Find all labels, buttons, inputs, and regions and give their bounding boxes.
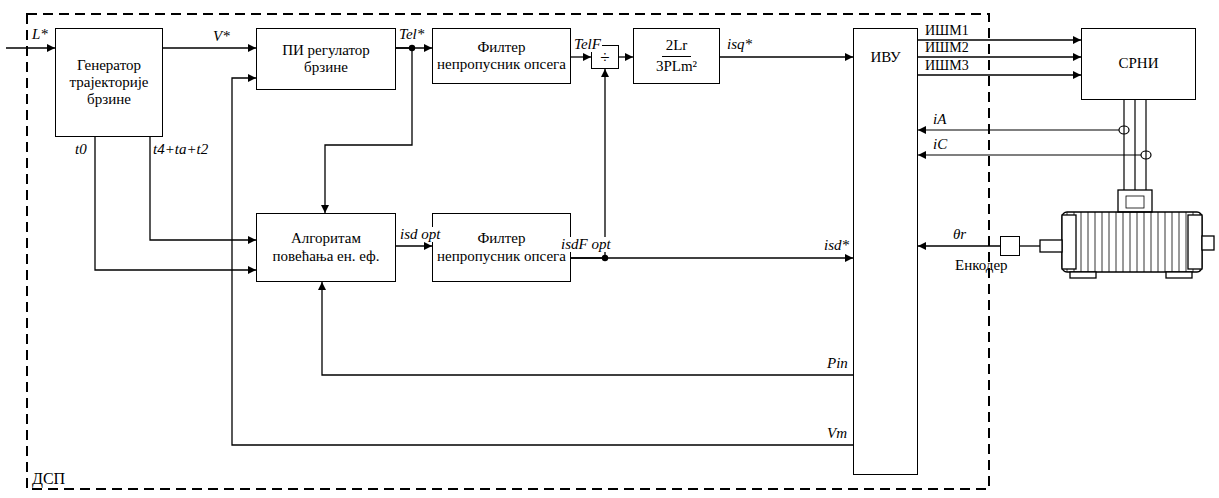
signal-label: TelF	[573, 37, 602, 52]
box-label: СРНИ	[1118, 55, 1158, 72]
signal-connector	[571, 69, 605, 258]
current-sensor	[1141, 151, 1151, 159]
signal-connector	[150, 137, 256, 240]
vector-control-box: ИВУ	[853, 28, 918, 475]
signal-connector	[163, 47, 256, 48]
box-label: ПИ регулатор брзине	[261, 42, 391, 77]
trajectory-generator-box: Генератор трајекторије брзине	[55, 28, 163, 137]
signal-connector	[396, 245, 432, 246]
signal-label: isq*	[726, 37, 753, 52]
signal-label: ИШМ3	[924, 59, 970, 73]
signal-label: t0	[74, 142, 88, 157]
gain-term: 3PLm²	[652, 57, 701, 75]
inverter-box: СРНИ	[1081, 28, 1196, 100]
induction-motor	[1020, 190, 1214, 278]
current-sensor	[1119, 126, 1129, 134]
signal-connector	[918, 245, 1000, 246]
signal-connector	[571, 56, 591, 57]
box-label: Генератор трајекторије брзине	[60, 57, 158, 109]
signal-label: L*	[31, 27, 49, 42]
signal-label: Pin	[826, 356, 849, 371]
box-label: Филтер непропусник опсега	[437, 230, 566, 265]
box-label: Филтер непропусник опсега	[437, 39, 566, 74]
signal-connector	[322, 282, 853, 375]
signal-label: θr	[952, 227, 967, 242]
signal-connector	[571, 257, 853, 258]
current-feedback-wire	[918, 129, 1119, 130]
efficiency-algorithm-box: Алгоритам повећања ен. еф.	[256, 213, 396, 282]
region-label: ДСП	[32, 470, 65, 488]
signal-label: V*	[212, 29, 231, 44]
gain-box: 2Lr3PLm²	[633, 28, 720, 84]
signal-connector	[918, 56, 1081, 57]
signal-connector	[918, 74, 1081, 75]
signal-connector	[232, 78, 853, 445]
motor-cable	[1123, 100, 1124, 190]
signal-connector	[619, 56, 633, 57]
motor-cable	[1145, 100, 1146, 190]
signal-label: t4+ta+t2	[152, 142, 209, 157]
low-pass-filter-box: Филтер непропусник опсега	[432, 28, 571, 84]
dsp-outline-rect	[27, 14, 989, 489]
signal-label: iA	[932, 112, 947, 127]
encoder-box: Енкодер	[1000, 236, 1020, 256]
input-wire	[6, 47, 55, 48]
signal-label: isd*	[823, 238, 850, 253]
box-label: Енкодер	[955, 257, 1008, 274]
signal-connector	[720, 56, 853, 57]
motor-cable	[1134, 100, 1135, 190]
pi-controller-box: ПИ регулатор брзине	[256, 28, 396, 90]
signal-label: Vm	[826, 426, 848, 441]
signal-label: iC	[932, 137, 948, 152]
current-feedback-wire	[918, 154, 1141, 155]
signal-label: isdF opt	[560, 237, 612, 252]
signal-label: ИШМ2	[924, 41, 970, 55]
gain-term: 2Lr	[662, 37, 692, 56]
low-pass-filter-box: Филтер непропусник опсега	[432, 213, 571, 282]
box-label: ИВУ	[870, 49, 900, 66]
box-label: Алгоритам повећања ен. еф.	[261, 230, 391, 265]
signal-label: ИШМ1	[924, 24, 970, 38]
signal-label: isd opt	[399, 227, 441, 242]
signal-label: Tel*	[398, 27, 425, 42]
